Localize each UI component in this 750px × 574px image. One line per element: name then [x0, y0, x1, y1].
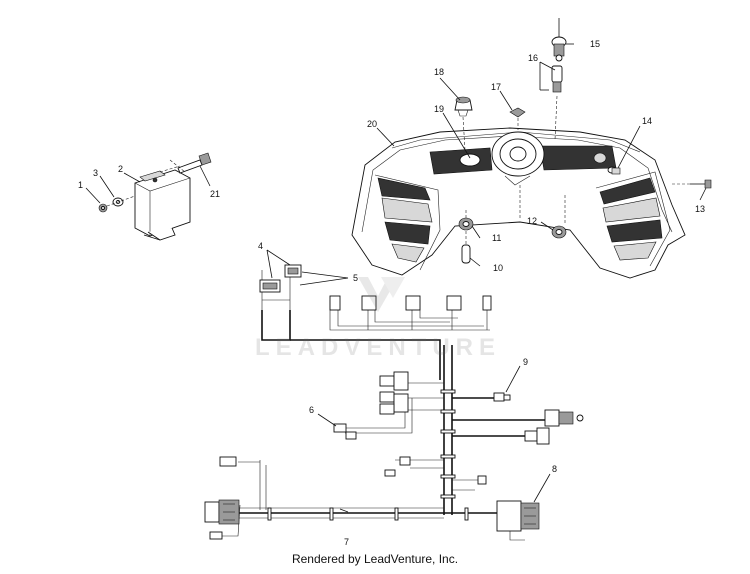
connector [209, 456, 487, 540]
connector [204, 499, 240, 525]
wire-harness [222, 270, 545, 537]
nut [98, 203, 108, 213]
indicator-lens [611, 167, 621, 175]
connector [259, 279, 281, 293]
connector [333, 423, 357, 440]
bushing [461, 244, 471, 264]
bolt [177, 152, 212, 174]
washer [112, 197, 124, 207]
callout-6: 6 [309, 405, 314, 415]
callout-9: 9 [523, 357, 528, 367]
callout-3: 3 [93, 168, 98, 178]
callout-13: 13 [695, 204, 705, 214]
bulb-socket [551, 18, 567, 62]
callouts: 1 2 3 4 5 6 7 8 9 10 11 12 13 14 15 16 1… [78, 39, 705, 547]
module-bracket [134, 169, 191, 241]
screw [690, 179, 712, 189]
connector [329, 295, 492, 311]
grommet [458, 217, 474, 231]
callout-20: 20 [367, 119, 377, 129]
knob [454, 96, 473, 117]
callout-19: 19 [434, 104, 444, 114]
callout-12: 12 [527, 216, 537, 226]
callout-16: 16 [528, 53, 538, 63]
callout-8: 8 [552, 464, 557, 474]
callout-5: 5 [353, 273, 358, 283]
footer-credit: Rendered by LeadVenture, Inc. [291, 552, 459, 566]
callout-1: 1 [78, 180, 83, 190]
grommet [551, 225, 567, 239]
instrument-pod [351, 127, 686, 279]
callout-17: 17 [491, 82, 501, 92]
callout-18: 18 [434, 67, 444, 77]
main-connector [496, 500, 540, 541]
connector [284, 264, 302, 278]
watermark: LEADVENTURE [243, 262, 513, 362]
bulb [540, 65, 563, 93]
callout-15: 15 [590, 39, 600, 49]
watermark-logo-icon [358, 277, 405, 312]
callout-14: 14 [642, 116, 652, 126]
connector [524, 409, 584, 445]
leader-lines [85, 43, 707, 513]
connector [493, 392, 511, 402]
callout-10: 10 [493, 263, 503, 273]
callout-7: 7 [344, 537, 349, 547]
watermark-text: LEADVENTURE [254, 334, 501, 361]
connector [379, 371, 409, 415]
callout-11: 11 [492, 233, 501, 243]
callout-2: 2 [118, 164, 123, 174]
retainer-clip [509, 107, 526, 118]
callout-21: 21 [210, 189, 220, 199]
callout-4: 4 [258, 241, 263, 251]
